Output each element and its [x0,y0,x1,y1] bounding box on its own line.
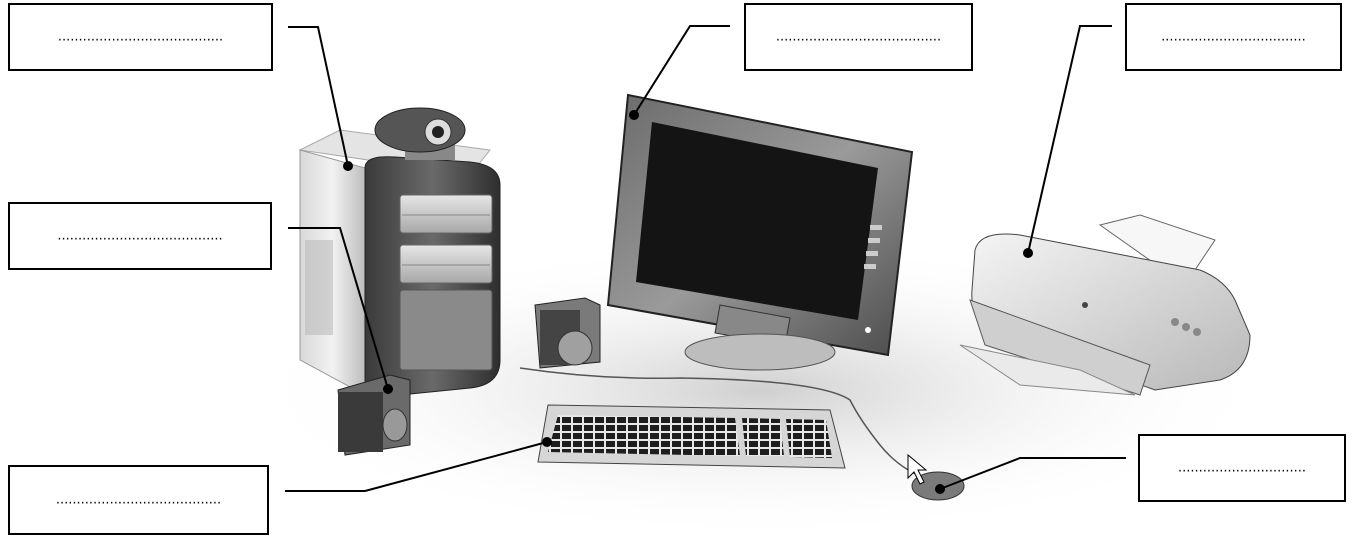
answer-blank: ................................... [1127,30,1340,45]
answer-blank: ........................................ [10,30,271,45]
system-unit [300,130,500,395]
printer [960,215,1250,395]
answer-blank: ........................................ [10,229,270,244]
keyboard [538,405,845,468]
right-speaker [535,298,600,368]
label-box-monitor[interactable]: ........................................ [744,3,973,71]
answer-blank: ........................................ [10,493,267,508]
leader-line-printer [1028,26,1112,253]
label-box-printer[interactable]: ................................... [1125,3,1342,71]
answer-blank: ............................... [1140,461,1344,476]
left-speaker [338,375,410,455]
label-box-mouse[interactable]: ............................... [1138,434,1346,502]
label-box-system-unit[interactable]: ........................................ [8,3,273,71]
answer-blank: ........................................ [746,30,971,45]
label-box-keyboard[interactable]: ........................................ [8,465,269,535]
label-box-speaker[interactable]: ........................................ [8,202,272,270]
